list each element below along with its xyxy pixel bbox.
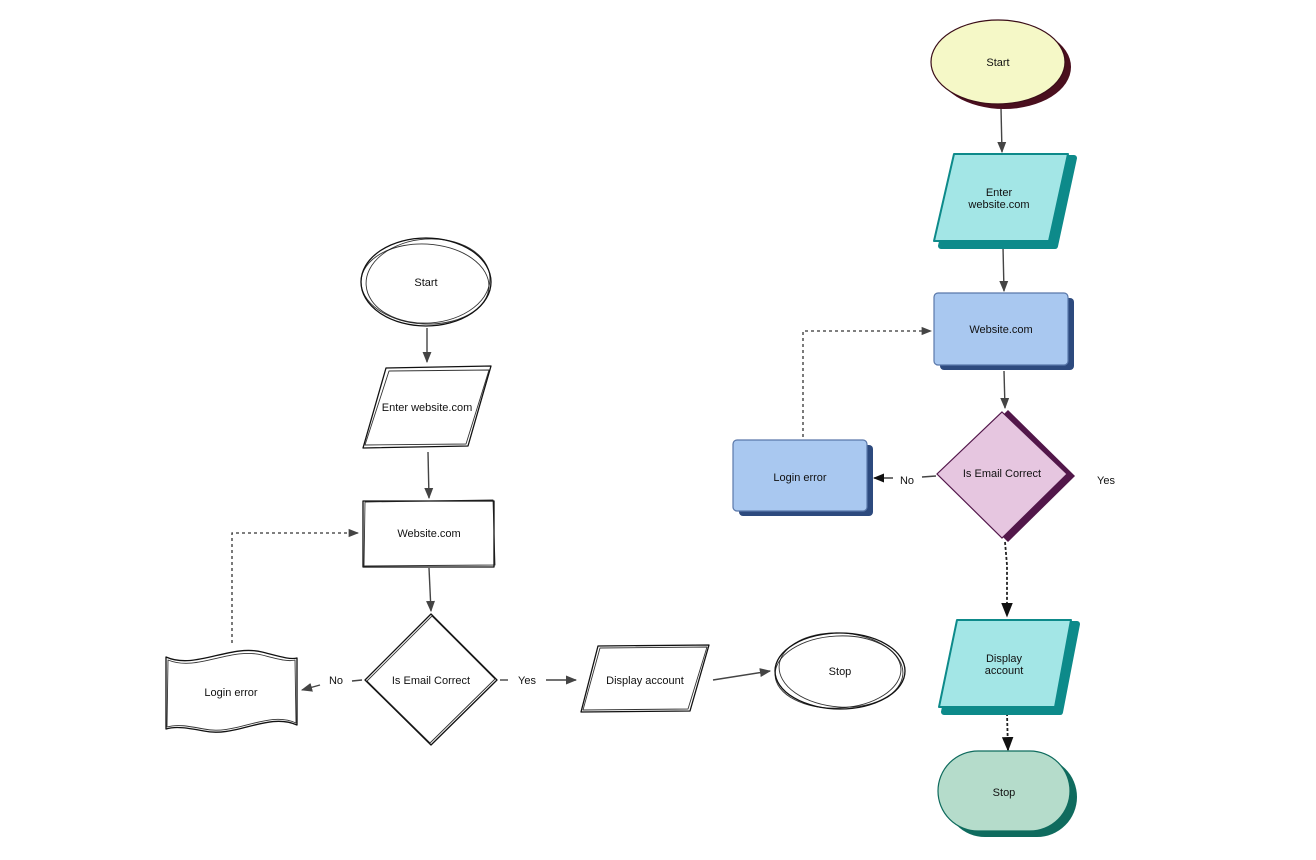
- styled-arrow-website-decision: [1000, 370, 1010, 410]
- styled-arrow-decision-no: [921, 475, 937, 478]
- styled-website-shape: [933, 292, 1069, 366]
- sketch-flowchart: Start Enter website.com Website.com Is E…: [165, 235, 906, 746]
- styled-arrow-start-enter: [997, 107, 1007, 154]
- sketch-website-label: Website.com: [397, 528, 460, 540]
- sketch-arrow-no-error: [300, 682, 321, 692]
- styled-arrow-enter-website: [999, 246, 1009, 293]
- styled-display-label-line1: Display: [986, 653, 1023, 665]
- sketch-display-account-node[interactable]: Display account: [580, 644, 710, 713]
- styled-enter-shape: [933, 153, 1069, 242]
- styled-decision-label: Is Email Correct: [963, 468, 1041, 480]
- sketch-login-error-label: Login error: [204, 687, 258, 699]
- sketch-decision-node[interactable]: Is Email Correct: [364, 613, 498, 746]
- styled-website-label: Website.com: [969, 324, 1032, 336]
- sketch-yes-label: Yes: [518, 675, 536, 687]
- styled-enter-label-line2: website.com: [967, 199, 1029, 211]
- sketch-decision-label: Is Email Correct: [392, 675, 470, 687]
- sketch-start-label: Start: [414, 277, 437, 289]
- sketch-enter-website-label: Enter website.com: [382, 402, 472, 414]
- styled-start-label: Start: [986, 57, 1009, 69]
- styled-stop-label: Stop: [993, 787, 1016, 799]
- styled-flowchart: Start Enter website.com Website.com Is E…: [732, 19, 1115, 837]
- styled-decision-shape: [936, 411, 1068, 539]
- sketch-stop-node[interactable]: Stop: [773, 629, 906, 711]
- styled-login-error-node[interactable]: Login error: [732, 439, 873, 516]
- sketch-dashed-loop-error-website: [231, 528, 360, 643]
- sketch-arrow-display-stop: [712, 668, 772, 681]
- styled-start-shape: [930, 19, 1066, 105]
- styled-yes-label: Yes: [1097, 475, 1115, 487]
- sketch-no-label: No: [329, 675, 343, 687]
- sketch-stop-label: Stop: [829, 666, 852, 678]
- styled-display-shape: [938, 619, 1072, 708]
- styled-enter-label-line1: Enter: [986, 187, 1013, 199]
- styled-login-error-shape: [732, 439, 868, 512]
- styled-start-node[interactable]: Start: [930, 19, 1071, 109]
- styled-stop-shape: [937, 750, 1071, 832]
- styled-no-label: No: [900, 475, 914, 487]
- styled-enter-website-node[interactable]: Enter website.com: [933, 153, 1077, 249]
- styled-decision-node[interactable]: Is Email Correct: [936, 410, 1075, 542]
- styled-dashed-loop-error-website: [802, 326, 933, 437]
- sketch-arrow-website-decision: [426, 567, 436, 613]
- sketch-enter-website-node[interactable]: Enter website.com: [362, 365, 492, 449]
- styled-dashed-display-stop: [1001, 712, 1014, 752]
- styled-display-account-node[interactable]: Display account: [938, 619, 1080, 715]
- sketch-display-account-label: Display account: [606, 675, 684, 687]
- styled-login-error-label: Login error: [773, 472, 827, 484]
- sketch-arrow-decision-no: [351, 679, 363, 682]
- styled-dashed-decision-display: [1001, 541, 1013, 618]
- sketch-website-node[interactable]: Website.com: [362, 499, 496, 568]
- sketch-login-error-node[interactable]: Login error: [165, 649, 298, 733]
- styled-stop-node[interactable]: Stop: [937, 750, 1077, 837]
- sketch-arrow-enter-website: [424, 451, 434, 500]
- styled-website-node[interactable]: Website.com: [933, 292, 1074, 370]
- sketch-start-node[interactable]: Start: [359, 235, 493, 328]
- styled-display-label-line2: account: [985, 665, 1024, 677]
